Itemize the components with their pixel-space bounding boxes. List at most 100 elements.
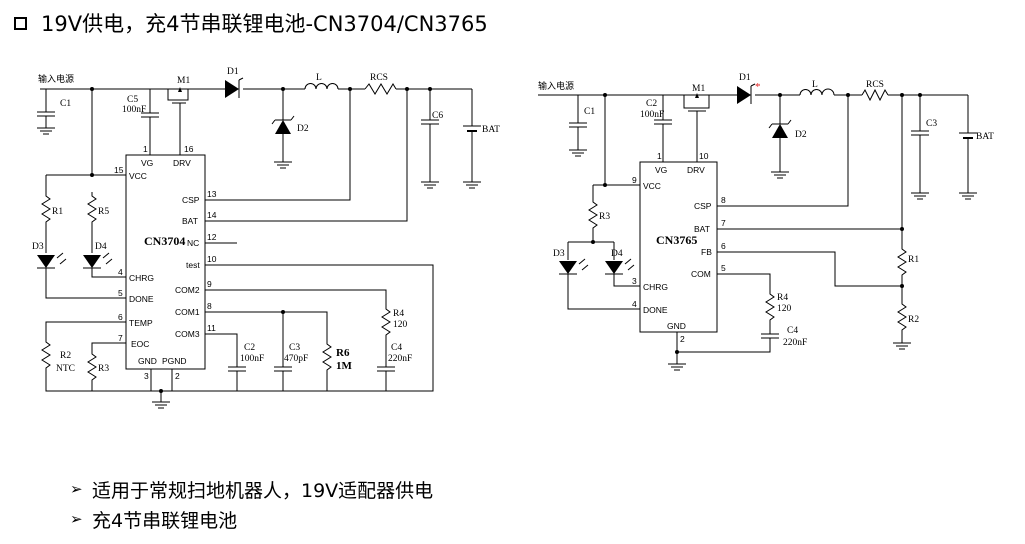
bullet-item: ➢ 适用于常规扫地机器人，19V适配器供电	[70, 474, 433, 504]
left-pin-name: NC	[187, 238, 199, 248]
right-r3-label: R3	[599, 212, 610, 222]
right-c1-label: C1	[584, 107, 595, 117]
left-pin-name: COM2	[175, 285, 200, 295]
right-r4-label: R4	[777, 293, 788, 303]
right-c3-label: C3	[926, 119, 937, 129]
arrow-bullet-icon: ➢	[70, 480, 83, 498]
left-pin-name: test	[186, 260, 200, 270]
right-r4-value: 120	[777, 304, 792, 314]
left-pin-name: COM3	[175, 329, 200, 339]
left-m1-label: M1	[177, 76, 190, 86]
right-r1-label: R1	[908, 255, 919, 265]
right-rcs-label: RCS	[866, 80, 884, 90]
left-pin-name: GND	[138, 356, 157, 366]
right-pin-num: 10	[699, 151, 709, 161]
left-d1-label: D1	[227, 67, 239, 77]
left-pin-num: 4	[118, 267, 123, 277]
right-pin-name: DRV	[687, 165, 705, 175]
slide-title: 19V供电，充4节串联锂电池-CN3704/CN3765	[14, 8, 488, 38]
bullet-text: 充4节串联锂电池	[92, 509, 238, 532]
left-pin-num: 9	[207, 279, 212, 289]
left-r6-value: 1M	[336, 360, 353, 372]
left-c5-value: 100nF	[122, 105, 146, 115]
left-r5-label: R5	[98, 207, 109, 217]
left-d2-label: D2	[297, 124, 309, 134]
bullet-item: ➢ 充4节串联锂电池	[70, 504, 433, 534]
right-input-label: 输入电源	[538, 80, 574, 92]
left-pin-num: 11	[207, 323, 216, 333]
left-r4-value: 120	[393, 320, 408, 330]
left-pin-name: DONE	[129, 294, 154, 304]
right-pin-name: CSP	[694, 201, 712, 211]
left-r4-label: R4	[393, 309, 404, 319]
left-pin-name: VG	[141, 158, 153, 168]
right-circuit: *	[538, 73, 994, 371]
left-circuit: 输入电源 C1 C5 100nF M1 D1 L RCS D2 C6 BAT R…	[32, 67, 500, 409]
left-pin-name: COM1	[175, 307, 200, 317]
right-pin-num: 9	[632, 175, 637, 185]
left-input-label: 输入电源	[38, 73, 74, 85]
right-d3-label: D3	[553, 249, 565, 259]
left-pin-num: 14	[207, 210, 217, 220]
left-pin-num: 12	[207, 232, 217, 242]
right-pin-num: 1	[657, 151, 662, 161]
right-pin-num: 3	[632, 276, 637, 286]
right-pin-num: 7	[721, 218, 726, 228]
left-pin-num: 16	[184, 144, 194, 154]
right-pin-num: 2	[680, 334, 685, 344]
right-m1-label: M1	[692, 84, 705, 94]
schematics: 输入电源 C1 C5 100nF M1 D1 L RCS D2 C6 BAT R…	[32, 67, 994, 409]
left-r2-label: R2	[60, 351, 71, 361]
right-pin-name: DONE	[643, 305, 668, 315]
left-pin-num: 8	[207, 301, 212, 311]
left-c3-value: 470pF	[284, 354, 308, 364]
left-pin-num: 13	[207, 189, 217, 199]
left-r1-label: R1	[52, 207, 63, 217]
right-c4-label: C4	[787, 326, 798, 336]
bullet-list: ➢ 适用于常规扫地机器人，19V适配器供电 ➢ 充4节串联锂电池	[70, 474, 433, 534]
left-pin-num: 5	[118, 288, 123, 298]
slide-title-text: 19V供电，充4节串联锂电池-CN3704/CN3765	[41, 12, 488, 36]
left-l-label: L	[316, 73, 322, 83]
left-r3-label: R3	[98, 364, 109, 374]
right-d4-label: D4	[611, 249, 623, 259]
left-pin-name: CSP	[182, 195, 200, 205]
left-c5-label: C5	[127, 95, 138, 105]
left-pin-name: DRV	[173, 158, 191, 168]
right-chip-name: CN3765	[656, 233, 697, 247]
left-pin-name: VCC	[129, 171, 147, 181]
left-c2-value: 100nF	[240, 354, 264, 364]
left-rcs-label: RCS	[370, 73, 388, 83]
left-pin-name: EOC	[131, 339, 149, 349]
left-c1-label: C1	[60, 99, 71, 109]
left-c6-label: C6	[432, 111, 443, 121]
right-d1-marker: *	[755, 81, 761, 93]
bullet-text: 适用于常规扫地机器人，19V适配器供电	[92, 479, 434, 502]
arrow-bullet-icon: ➢	[70, 510, 83, 528]
left-d4-label: D4	[95, 242, 107, 252]
left-pin-num: 2	[175, 371, 180, 381]
square-bullet-icon	[14, 16, 27, 30]
right-pin-num: 8	[721, 195, 726, 205]
left-r6-label: R6	[336, 347, 350, 359]
left-pin-num: 10	[207, 254, 217, 264]
left-pin-name: BAT	[182, 216, 198, 226]
left-bat-label: BAT	[482, 125, 500, 135]
left-chip-name: CN3704	[144, 234, 185, 248]
right-pin-name: COM	[691, 269, 711, 279]
right-pin-name: CHRG	[643, 282, 668, 292]
right-pin-num: 5	[721, 263, 726, 273]
right-pin-name: VCC	[643, 181, 661, 191]
right-pin-num: 4	[632, 299, 637, 309]
right-c2-value: 100nF	[640, 110, 664, 120]
right-pin-name: VG	[655, 165, 667, 175]
left-c3-label: C3	[289, 343, 300, 353]
right-c4-value: 220nF	[783, 338, 807, 348]
right-pin-num: 6	[721, 241, 726, 251]
left-c4-value: 220nF	[388, 354, 412, 364]
right-pin-name: GND	[667, 321, 686, 331]
right-d2-label: D2	[795, 130, 807, 140]
right-c2-label: C2	[646, 99, 657, 109]
right-l-label: L	[812, 80, 818, 90]
left-pin-name: PGND	[162, 356, 187, 366]
